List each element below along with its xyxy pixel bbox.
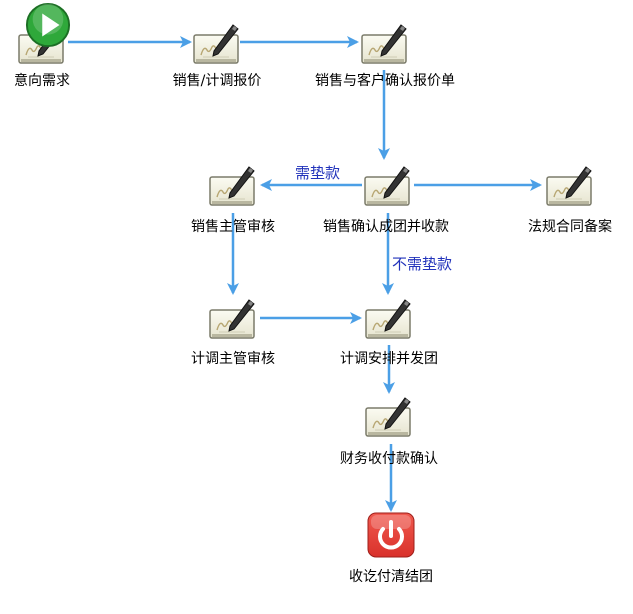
node-queren[interactable] — [357, 22, 413, 68]
task-pen-icon — [361, 395, 417, 441]
task-pen-icon — [357, 22, 413, 68]
node-fagui[interactable] — [542, 164, 598, 210]
task-pen-icon — [361, 297, 417, 343]
task-pen-icon — [360, 164, 416, 210]
node-caiwu[interactable] — [361, 395, 417, 441]
node-label-xiaoshou_zhuguan: 销售主管审核 — [191, 219, 275, 235]
task-pen-icon — [205, 164, 261, 210]
node-label-yixiang: 意向需求 — [14, 73, 70, 89]
edges-layer — [68, 36, 542, 512]
edge-label: 不需垫款 — [392, 255, 453, 273]
play-start-icon — [20, 2, 76, 48]
task-pen-icon — [189, 22, 245, 68]
node-baojia[interactable] — [189, 22, 245, 68]
node-anpai[interactable] — [361, 297, 417, 343]
node-label-jieshu: 收讫付清结团 — [349, 569, 433, 585]
power-end-icon — [363, 512, 419, 558]
node-label-chengtuan: 销售确认成团并收款 — [323, 219, 449, 235]
node-label-baojia: 销售/计调报价 — [172, 73, 262, 89]
task-pen-icon — [542, 164, 598, 210]
node-label-caiwu: 财务收付款确认 — [340, 451, 438, 467]
node-label-queren: 销售与客户确认报价单 — [315, 73, 455, 89]
node-jieshu[interactable] — [363, 512, 419, 558]
task-pen-icon — [205, 297, 261, 343]
node-label-jidiao_zhuguan: 计调主管审核 — [191, 351, 275, 367]
node-label-anpai: 计调安排并发团 — [340, 351, 438, 367]
node-xiaoshou_zhuguan[interactable] — [205, 164, 261, 210]
node-label-fagui: 法规合同备案 — [528, 219, 612, 235]
node-jidiao_zhuguan[interactable] — [205, 297, 261, 343]
node-chengtuan[interactable] — [360, 164, 416, 210]
node-yixiang[interactable] — [14, 2, 71, 68]
edge-label: 需垫款 — [295, 164, 341, 182]
